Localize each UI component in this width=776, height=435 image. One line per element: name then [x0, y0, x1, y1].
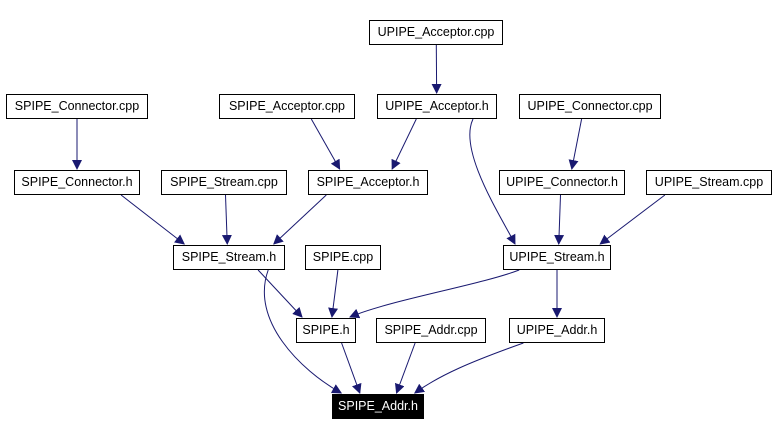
node-upipe-acceptor-h[interactable]: UPIPE_Acceptor.h [377, 94, 497, 119]
node-spipe-cpp[interactable]: SPIPE.cpp [305, 245, 381, 270]
edge-spipe-addr-cpp-to-spipe-addr-h [394, 342, 416, 394]
edge-upipe-connector-h-to-upipe-stream-h [554, 194, 565, 245]
node-upipe-addr-h[interactable]: UPIPE_Addr.h [509, 318, 605, 343]
node-spipe-acceptor-cpp[interactable]: SPIPE_Acceptor.cpp [219, 94, 355, 119]
edge-spipe-cpp-to-spipe-h [328, 269, 339, 318]
node-spipe-connector-h[interactable]: SPIPE_Connector.h [14, 170, 140, 195]
node-upipe-connector-cpp[interactable]: UPIPE_Connector.cpp [519, 94, 661, 119]
edge-spipe-stream-cpp-to-spipe-stream-h [221, 194, 232, 245]
edge-spipe-h-to-spipe-addr-h [341, 342, 362, 394]
node-upipe-connector-h[interactable]: UPIPE_Connector.h [499, 170, 625, 195]
node-spipe-acceptor-h[interactable]: SPIPE_Acceptor.h [308, 170, 428, 195]
edge-upipe-acceptor-h-to-spipe-acceptor-h [391, 118, 417, 170]
edge-upipe-connector-cpp-to-upipe-connector-h [568, 118, 583, 170]
node-upipe-stream-h[interactable]: UPIPE_Stream.h [503, 245, 611, 270]
node-spipe-stream-h[interactable]: SPIPE_Stream.h [173, 245, 285, 270]
node-spipe-stream-cpp[interactable]: SPIPE_Stream.cpp [161, 170, 287, 195]
node-upipe-stream-cpp[interactable]: UPIPE_Stream.cpp [646, 170, 772, 195]
node-spipe-connector-cpp[interactable]: SPIPE_Connector.cpp [6, 94, 148, 119]
node-spipe-h[interactable]: SPIPE.h [296, 318, 356, 343]
edge-upipe-stream-h-to-spipe-h [349, 269, 520, 319]
edge-spipe-connector-h-to-spipe-stream-h [120, 194, 185, 245]
edge-upipe-acceptor-h-to-upipe-stream-h [469, 118, 516, 245]
node-upipe-acceptor-cpp[interactable]: UPIPE_Acceptor.cpp [369, 20, 503, 45]
edge-spipe-acceptor-cpp-to-spipe-acceptor-h [310, 118, 341, 170]
edge-upipe-addr-h-to-spipe-addr-h [413, 342, 524, 394]
edge-spipe-stream-h-to-spipe-addr-h [263, 269, 343, 394]
node-spipe-addr-h[interactable]: SPIPE_Addr.h [332, 394, 424, 419]
edge-upipe-stream-cpp-to-upipe-stream-h [599, 194, 666, 245]
node-spipe-addr-cpp[interactable]: SPIPE_Addr.cpp [376, 318, 486, 343]
edge-spipe-acceptor-h-to-spipe-stream-h [273, 194, 327, 245]
